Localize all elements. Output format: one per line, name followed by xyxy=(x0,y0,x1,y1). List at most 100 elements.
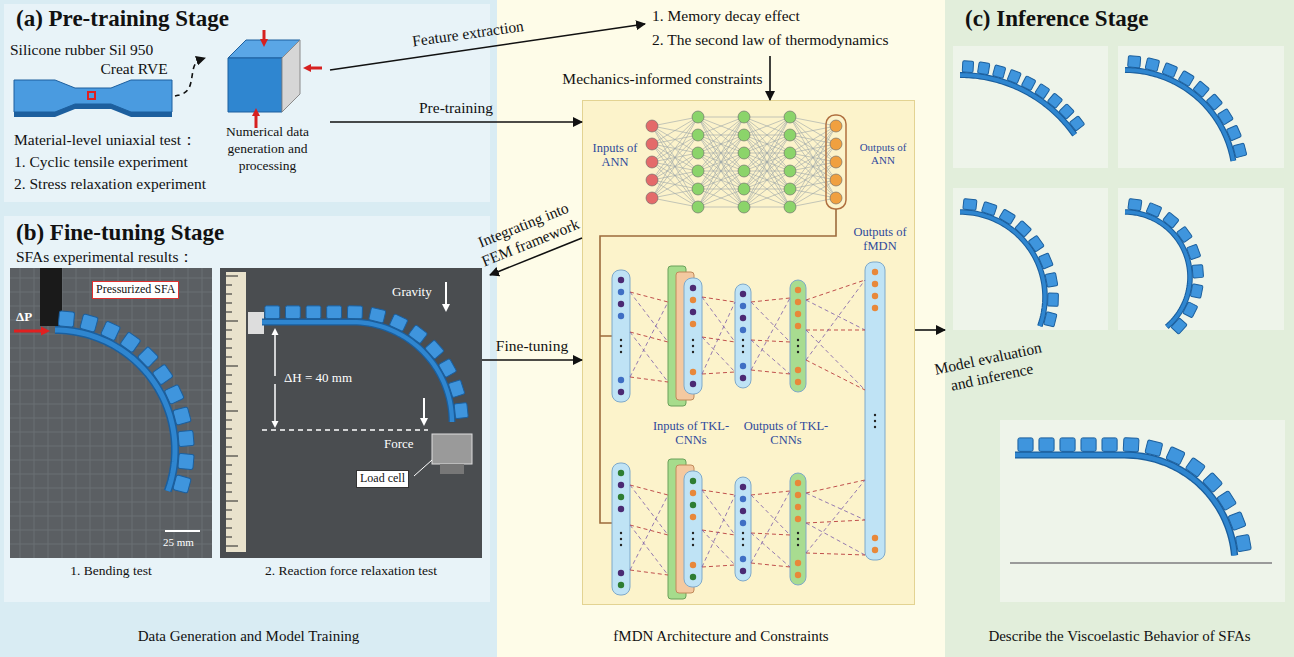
result-frame xyxy=(1118,188,1284,330)
actuator-base xyxy=(960,212,1045,326)
dashed-link xyxy=(702,530,735,535)
network-link xyxy=(744,207,790,208)
network-link xyxy=(744,135,790,171)
actuator-chamber xyxy=(1015,220,1032,237)
network-link xyxy=(790,117,836,198)
ellipsis-dot xyxy=(692,544,694,546)
actuator-chamber xyxy=(981,202,997,216)
load-arrow xyxy=(252,108,260,116)
photo-grid xyxy=(10,306,212,307)
photo-grid xyxy=(10,446,212,447)
dashed-link xyxy=(702,297,735,342)
text-slot: fMDN Architecture and Constraints xyxy=(497,627,945,646)
photo-grid xyxy=(10,376,212,377)
actuator-chamber xyxy=(327,306,342,319)
photo-grid xyxy=(62,268,63,558)
network-link xyxy=(652,135,698,162)
network-link xyxy=(698,117,744,135)
actuator-base xyxy=(960,75,1075,135)
feature-dot xyxy=(795,323,801,329)
node-text: Inputs of ANN xyxy=(587,141,643,170)
dashed-link xyxy=(702,565,735,567)
feature-dot xyxy=(618,494,624,500)
network-link xyxy=(744,171,790,207)
load-cell xyxy=(432,434,472,464)
feature-dot xyxy=(690,285,696,291)
network-link xyxy=(744,117,790,189)
network-link xyxy=(790,162,836,189)
network-link xyxy=(698,135,744,136)
feature-dot xyxy=(795,516,801,522)
neuron xyxy=(646,174,658,186)
actuator-chamber xyxy=(1206,94,1223,111)
neuron xyxy=(830,192,842,204)
specimen-shape xyxy=(14,85,172,117)
feature-dot xyxy=(690,478,696,484)
actuator-base xyxy=(1015,455,1235,555)
actuator-base xyxy=(960,212,1045,326)
network-link xyxy=(652,117,698,198)
dashed-link xyxy=(630,332,668,382)
dashed-link xyxy=(630,570,668,575)
ruler-tick xyxy=(226,411,238,412)
actuator-chamber xyxy=(1166,446,1185,465)
neuron xyxy=(830,174,842,186)
network-link xyxy=(744,135,790,207)
actuator-chamber xyxy=(963,199,977,211)
network-link xyxy=(744,117,790,207)
network-link xyxy=(652,144,698,171)
dimension-arrow xyxy=(272,421,279,428)
neuron xyxy=(646,192,658,204)
specimen-shape xyxy=(14,80,172,112)
ruler-tick xyxy=(226,546,238,547)
actuator-chamber xyxy=(173,475,191,493)
photo-grid xyxy=(10,544,212,545)
feature-bar xyxy=(790,280,806,392)
network-link xyxy=(652,126,698,135)
network-link xyxy=(744,153,790,207)
actuator-chamber xyxy=(1123,438,1139,452)
feature-dot xyxy=(618,582,624,588)
feature-dot xyxy=(795,560,801,566)
ellipsis-dot xyxy=(692,532,694,534)
ruler-tick xyxy=(226,330,232,331)
feature-dot xyxy=(872,293,878,299)
neuron xyxy=(738,111,750,123)
network-link xyxy=(744,117,790,135)
network-link xyxy=(744,153,790,171)
actuator-chamber xyxy=(285,306,300,319)
actuator-chamber xyxy=(1069,116,1084,131)
photo-grid xyxy=(10,488,212,489)
feature-dot xyxy=(618,482,624,488)
ellipsis-dot xyxy=(692,538,694,540)
network-link xyxy=(652,117,698,180)
network-link xyxy=(790,135,836,144)
feature-dot xyxy=(690,514,696,520)
photo-grid xyxy=(10,362,212,363)
actuator-base xyxy=(960,75,1075,135)
dashed-link xyxy=(702,337,735,372)
dashed-link xyxy=(702,490,735,495)
ellipsis-dot xyxy=(742,544,744,546)
network-link xyxy=(744,117,790,189)
text-slot: Silicone rubber Sil 950 xyxy=(10,40,153,59)
photo-grid xyxy=(10,278,212,279)
text-slot: Pre-training xyxy=(419,99,493,118)
dashed-link xyxy=(630,377,668,382)
neuron xyxy=(692,111,704,123)
actuator-chamber xyxy=(152,364,173,385)
actuator-chamber xyxy=(389,314,408,332)
text-slot: 2. The second law of thermodynamics xyxy=(652,30,888,49)
network-link xyxy=(744,135,790,136)
network-link xyxy=(652,162,698,171)
ruler xyxy=(226,272,246,552)
network-link xyxy=(790,144,836,153)
node-text: 1. Bending test xyxy=(10,563,212,580)
network-link xyxy=(698,117,744,189)
network-link xyxy=(698,207,744,208)
result-frame xyxy=(1118,46,1284,168)
feed-bracket xyxy=(600,209,836,523)
neuron xyxy=(784,165,796,177)
dashed-link xyxy=(702,490,735,535)
network-link xyxy=(652,162,698,189)
